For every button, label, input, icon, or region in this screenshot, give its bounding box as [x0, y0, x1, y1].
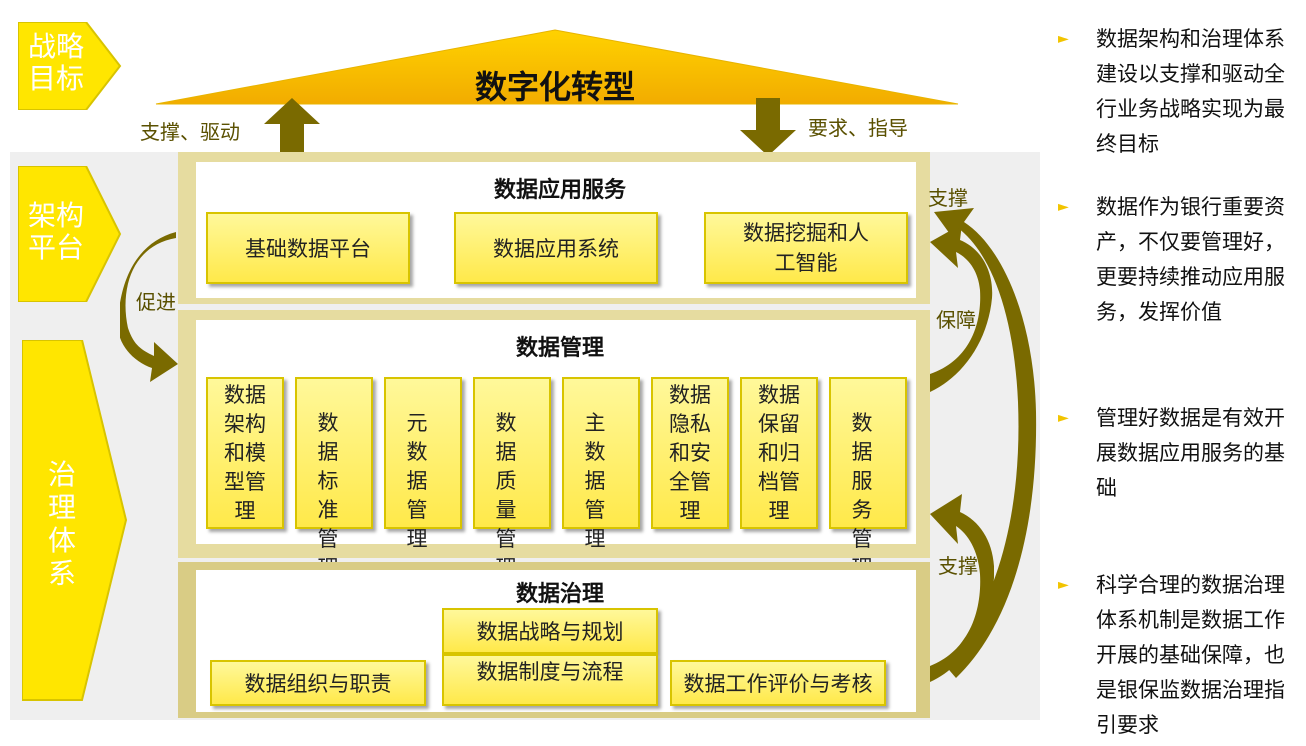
data-evaluation-box: 数据工作评价与考核 — [670, 660, 886, 706]
data-policy-process-label: 数据制度与流程 — [476, 660, 624, 684]
support-top-label: 支撑 — [928, 186, 968, 210]
data-mining-ai-box: 数据挖掘和人工智能 — [704, 212, 908, 284]
promote-label: 促进 — [136, 290, 176, 314]
strategy-chevron — [18, 22, 122, 110]
support-long-curved-arrow-icon — [934, 208, 1037, 678]
data-management-title: 数据管理 — [515, 336, 604, 361]
roof-triangle — [155, 29, 959, 105]
bullet-item: ► 管理好数据是有效开展数据应用服务的基础 — [1058, 401, 1292, 506]
data-strategy-plan-box: 数据战略与规划 — [442, 608, 658, 654]
support-bottom-label: 支撑 — [938, 554, 978, 578]
bullet-triangle-icon: ► — [1058, 199, 1069, 215]
data-org-duty-box: 数据组织与职责 — [210, 660, 426, 706]
governance-chevron — [22, 340, 128, 701]
governance-label: 治理体系 — [47, 458, 76, 590]
bullet-text: 数据作为银行重要资产，不仅要管理好，更要持续推动应用服务，发挥价值 — [1096, 195, 1285, 324]
basic-data-platform-box: 基础数据平台 — [206, 212, 410, 284]
data-governance-title: 数据治理 — [515, 582, 604, 607]
require-guide-label: 要求、指导 — [808, 116, 908, 140]
down-arrow-icon — [740, 98, 796, 156]
bullet-text: 数据架构和治理体系建设以支撑和驱动全行业务战略实现为最终目标 — [1096, 27, 1285, 156]
bullet-item: ► 数据作为银行重要资产，不仅要管理好，更要持续推动应用服务，发挥价值 — [1058, 190, 1292, 330]
platform-chevron — [18, 166, 122, 302]
bullet-text: 科学合理的数据治理体系机制是数据工作开展的基础保障，也是银保监数据治理指引要求 — [1096, 573, 1285, 737]
bullet-triangle-icon: ► — [1058, 410, 1069, 426]
bullet-text: 管理好数据是有效开展数据应用服务的基础 — [1096, 406, 1285, 500]
data-service-box: 数据服务管理 — [829, 377, 907, 580]
guarantee-curved-arrow-icon — [930, 224, 993, 392]
architecture-model-box: 数据架构和模型管理 — [206, 377, 284, 529]
bullet-item: ► 科学合理的数据治理体系机制是数据工作开展的基础保障，也是银保监数据治理指引要… — [1058, 568, 1292, 743]
data-policy-process-box: 数据制度与流程 — [442, 654, 658, 706]
platform-label: 架构平台 — [27, 199, 84, 264]
privacy-security-box: 数据隐私和安全管理 — [651, 377, 729, 529]
strategy-label: 战略目标 — [27, 30, 84, 95]
bullet-triangle-icon: ► — [1058, 31, 1069, 47]
up-arrow-icon — [264, 98, 320, 156]
bullet-item: ► 数据架构和治理体系建设以支撑和驱动全行业务战略实现为最终目标 — [1058, 22, 1292, 162]
data-standard-box: 数据标准管理 — [295, 377, 373, 580]
support-curved-arrow-icon — [930, 494, 994, 682]
roof-title: 数字化转型 — [474, 68, 635, 106]
app-service-title: 数据应用服务 — [493, 178, 626, 203]
data-application-system-box: 数据应用系统 — [454, 212, 658, 284]
support-drive-label: 支撑、驱动 — [140, 120, 240, 144]
data-quality-box: 数据质量管理 — [473, 377, 551, 580]
promote-curved-arrow-icon — [120, 232, 178, 382]
bullet-triangle-icon: ► — [1058, 577, 1069, 593]
metadata-box: 元数据管理 — [384, 377, 462, 551]
master-data-box: 主数据管理 — [562, 377, 640, 551]
retention-archive-box: 数据保留和归档管理 — [740, 377, 818, 529]
guarantee-label: 保障 — [936, 308, 976, 332]
